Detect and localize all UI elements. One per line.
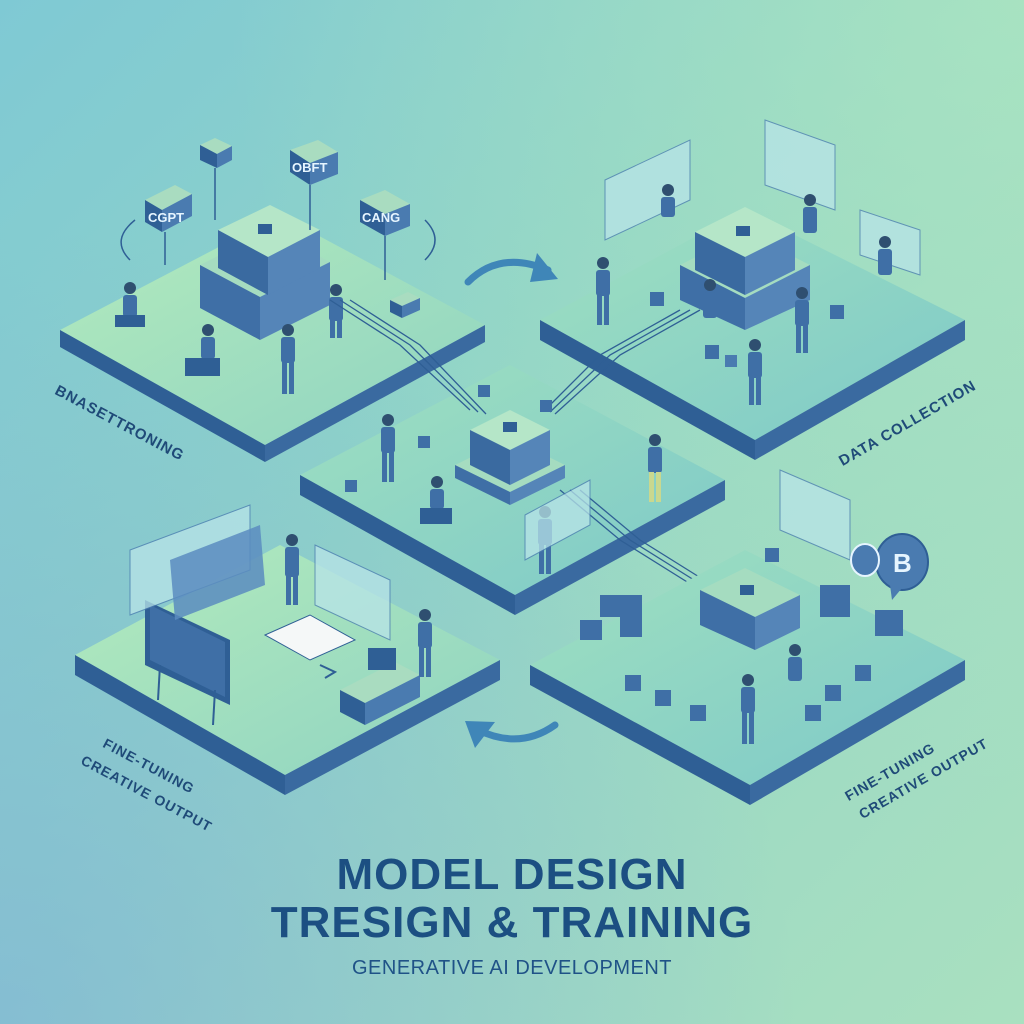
- main-title-line1: MODEL DESIGN: [336, 850, 688, 899]
- svg-text:B: B: [893, 548, 912, 578]
- central-cube: [200, 205, 330, 340]
- arrow-left-icon: [465, 721, 559, 748]
- subtitle: GENERATIVE AI DEVELOPMENT: [352, 957, 672, 979]
- main-title-line2: TRESIGN & TRAINING: [270, 898, 754, 947]
- person-figures: [596, 184, 892, 405]
- connection-lines: [329, 299, 721, 591]
- person-figures: [741, 644, 802, 744]
- person-figures: [285, 534, 432, 677]
- label-box-cang: CANG: [360, 190, 410, 236]
- central-cube: [455, 410, 565, 505]
- platform-top-left: CGPT OBFT CANG: [60, 138, 485, 462]
- stacked-cubes: [580, 548, 903, 721]
- small-cubes: [650, 292, 844, 367]
- platform-top-right: [540, 119, 965, 460]
- platform-center: [300, 299, 725, 615]
- svg-text:CANG: CANG: [362, 210, 400, 225]
- monitor-board: [145, 600, 230, 726]
- label-box-obft: OBFT: [290, 140, 338, 185]
- central-cube: [700, 568, 800, 650]
- paper-sheet: [263, 614, 357, 661]
- svg-text:CGPT: CGPT: [148, 210, 184, 225]
- platform-bottom-left: [75, 504, 500, 795]
- desk: [340, 648, 420, 725]
- label-box-cgpt: CGPT: [145, 185, 192, 232]
- platform-bottom-right: B: [530, 469, 965, 805]
- small-cubes: [345, 385, 552, 492]
- arrow-right-icon: [464, 253, 558, 286]
- screen-panels: [129, 504, 391, 641]
- chat-bubble-b: B: [850, 533, 929, 600]
- small-cube: [200, 138, 232, 168]
- screen-panels: [779, 469, 851, 561]
- svg-text:OBFT: OBFT: [292, 160, 327, 175]
- screen-panel: [524, 479, 591, 561]
- person-figures: [115, 282, 420, 394]
